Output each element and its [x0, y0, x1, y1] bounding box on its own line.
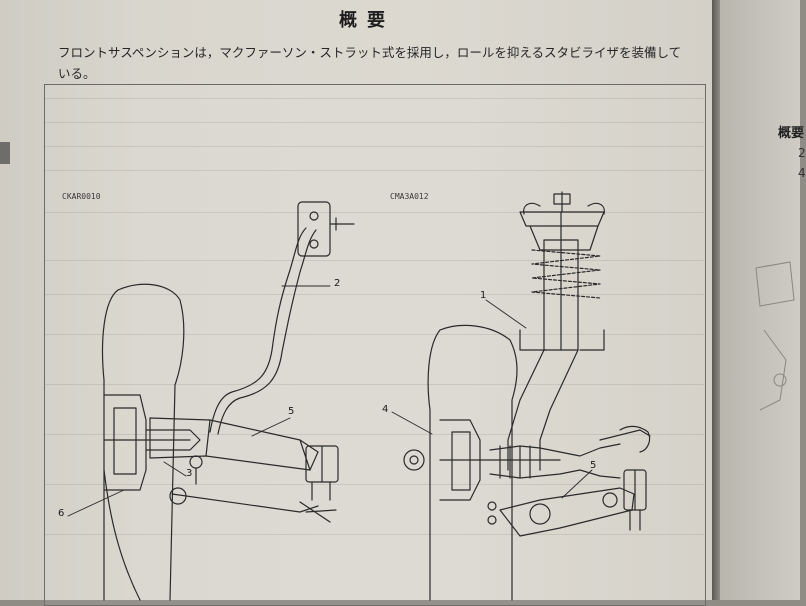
- left-suspension-figure: [101, 201, 355, 601]
- callout-4: 4: [382, 404, 389, 415]
- figure-code-right: CMA3A012: [390, 192, 429, 201]
- intro-paragraph: フロントサスペンションは，マクファーソン・ストラット式を採用し，ロールを抑えるス…: [58, 45, 682, 81]
- callout-3: 3: [186, 468, 193, 479]
- book-spine: [712, 0, 720, 600]
- next-page-edge: 概要 2 4: [720, 0, 806, 600]
- next-page-heading: 概要: [778, 126, 805, 141]
- page-tab: [0, 142, 10, 164]
- bleed-through-lines: [44, 84, 704, 604]
- callout-5-left: 5: [288, 406, 295, 417]
- next-page-sketch: [755, 261, 795, 411]
- figure-code-left: CKAR0010: [62, 192, 101, 201]
- manual-page: 概要 フロントサスペンションは，マクファーソン・ストラット式を採用し，ロールを抑…: [0, 0, 712, 606]
- suspension-drawing: [67, 191, 651, 601]
- callout-2: 2: [334, 278, 341, 289]
- next-page-line-2: 4: [798, 166, 806, 180]
- callout-5-right: 5: [590, 460, 597, 471]
- callout-6: 6: [58, 508, 65, 519]
- right-suspension-figure: [403, 191, 651, 601]
- page-title: 概要: [339, 10, 395, 31]
- callout-1: 1: [480, 290, 487, 301]
- next-page-line-1: 2: [798, 146, 806, 160]
- leader-lines: [67, 285, 593, 517]
